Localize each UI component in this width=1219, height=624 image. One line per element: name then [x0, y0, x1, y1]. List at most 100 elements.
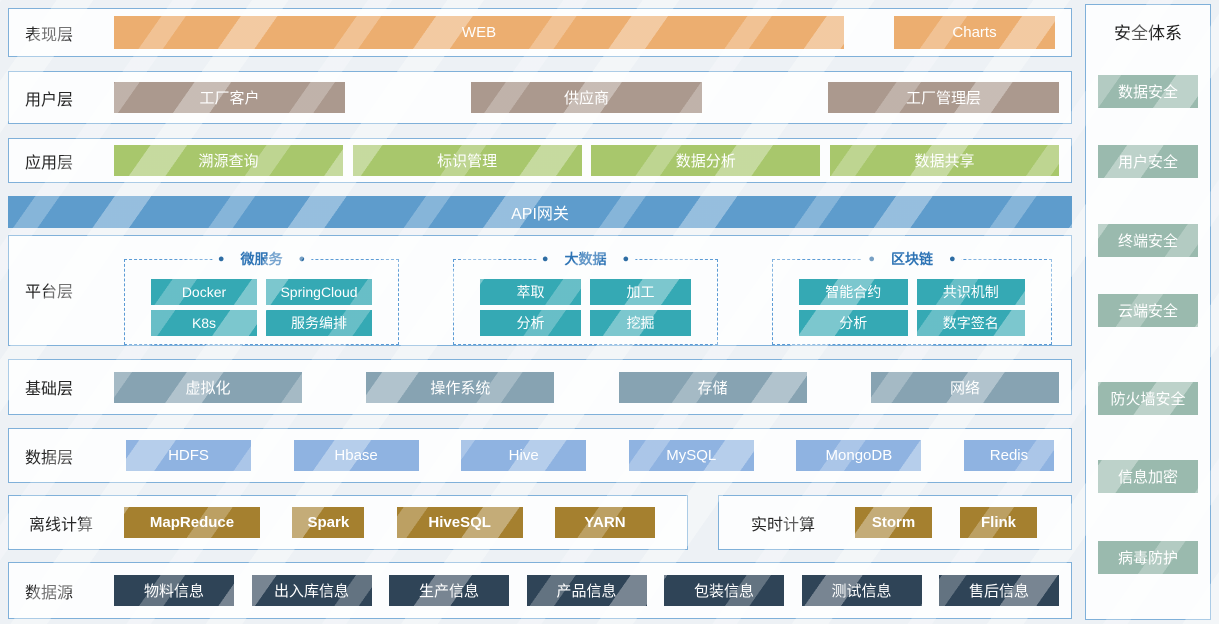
group-title-text: 微服务 — [240, 251, 283, 267]
node-redis: Redis — [963, 440, 1054, 471]
node-info-encryption: 信息加密 — [1098, 460, 1198, 493]
node-aftersales-info: 售后信息 — [939, 575, 1059, 606]
node-storage: 存储 — [618, 371, 807, 403]
platform-layer-row: 平台层 ● 微服务 ● Docker SpringCloud K8s 服务编排 … — [8, 235, 1072, 346]
node-user-security: 用户安全 — [1098, 145, 1198, 178]
application-layer-cells: 溯源查询 标识管理 数据分析 数据共享 — [106, 145, 1071, 176]
node-hdfs: HDFS — [126, 440, 251, 471]
node-id-management: 标识管理 — [352, 145, 582, 176]
datasource-row: 数据源 物料信息 出入库信息 生产信息 产品信息 包装信息 测试信息 售后信息 — [8, 562, 1072, 619]
node-digital-signature: 数字签名 — [916, 310, 1025, 336]
offline-compute-cells: MapReduce Spark HiveSQL YARN — [124, 507, 687, 538]
node-smart-contract: 智能合约 — [799, 279, 908, 305]
application-layer-label: 应用层 — [25, 154, 74, 172]
datasource-cells: 物料信息 出入库信息 生产信息 产品信息 包装信息 测试信息 售后信息 — [106, 575, 1071, 606]
infrastructure-layer-cells: 虚拟化 操作系统 存储 网络 — [106, 371, 1071, 403]
data-layer-label: 数据层 — [25, 449, 74, 467]
dot-icon: ● — [541, 253, 549, 265]
group-bigdata: ● 大数据 ● 萃取 加工 分析 挖掘 — [453, 249, 718, 345]
user-layer-cells: 工厂客户 供应商 工厂管理层 — [106, 82, 1071, 113]
realtime-compute-panel: 实时计算 Storm Flink — [718, 495, 1072, 550]
offline-compute-panel: 离线计算 MapReduce Spark HiveSQL YARN — [8, 495, 688, 550]
node-k8s: K8s — [151, 310, 257, 336]
node-chain-analysis: 分析 — [799, 310, 908, 336]
platform-layer-label: 平台层 — [25, 284, 74, 301]
application-layer-row: 应用层 溯源查询 标识管理 数据分析 数据共享 — [8, 138, 1072, 183]
group-title-text: 区块链 — [891, 251, 933, 267]
node-mapreduce: MapReduce — [124, 507, 260, 538]
presentation-layer-cells: WEB Charts — [106, 16, 1071, 49]
security-sidebar: 安全体系 数据安全 用户安全 终端安全 云端安全 防火墙安全 信息加密 病毒防护 — [1085, 4, 1211, 620]
node-firewall-security: 防火墙安全 — [1098, 382, 1198, 415]
group-title-text: 大数据 — [564, 251, 607, 267]
node-extract: 萃取 — [480, 279, 581, 305]
node-factory-management: 工厂管理层 — [828, 82, 1059, 113]
dot-icon: ● — [949, 253, 956, 265]
user-layer-row: 用户层 工厂客户 供应商 工厂管理层 — [8, 71, 1072, 124]
node-supplier: 供应商 — [471, 82, 702, 113]
node-flink: Flink — [960, 507, 1037, 538]
node-virtualization: 虚拟化 — [114, 371, 302, 403]
node-hivesql: HiveSQL — [396, 507, 523, 538]
node-process: 加工 — [590, 279, 691, 305]
dot-icon: ● — [868, 253, 875, 265]
node-production-info: 生产信息 — [389, 575, 509, 606]
node-springcloud: SpringCloud — [266, 279, 372, 305]
node-factory-client: 工厂客户 — [114, 82, 345, 113]
node-inout-warehouse-info: 出入库信息 — [251, 575, 372, 606]
compute-row: 离线计算 MapReduce Spark HiveSQL YARN 实时计算 S… — [8, 495, 1072, 550]
user-layer-label: 用户层 — [25, 91, 74, 109]
node-mine: 挖掘 — [590, 310, 691, 336]
platform-layer-groups: ● 微服务 ● Docker SpringCloud K8s 服务编排 ● 大数… — [106, 249, 1071, 345]
data-layer-row: 数据层 HDFS Hbase Hive MySQL MongoDB Redis — [8, 428, 1072, 483]
realtime-compute-label: 实时计算 — [751, 516, 816, 534]
node-consensus: 共识机制 — [916, 279, 1025, 305]
node-data-sharing: 数据共享 — [829, 145, 1059, 176]
dot-icon: ● — [217, 253, 225, 265]
node-hive: Hive — [461, 440, 587, 471]
dot-icon: ● — [622, 253, 630, 265]
node-data-security: 数据安全 — [1098, 75, 1198, 108]
node-hbase: Hbase — [293, 440, 419, 471]
data-layer-cells: HDFS Hbase Hive MySQL MongoDB Redis — [106, 440, 1071, 471]
node-testing-info: 测试信息 — [801, 575, 922, 606]
api-gateway-bar: API网关 — [8, 196, 1072, 228]
security-sidebar-title: 安全体系 — [1114, 24, 1182, 43]
group-microservices: ● 微服务 ● Docker SpringCloud K8s 服务编排 — [124, 249, 399, 345]
offline-compute-label: 离线计算 — [29, 516, 94, 534]
node-product-info: 产品信息 — [526, 575, 647, 606]
node-analyze: 分析 — [480, 310, 581, 336]
node-virus-protection: 病毒防护 — [1098, 541, 1198, 574]
node-terminal-security: 终端安全 — [1098, 224, 1198, 257]
node-network: 网络 — [870, 371, 1059, 403]
presentation-layer-row: 表现层 WEB Charts — [8, 8, 1072, 57]
datasource-label: 数据源 — [25, 584, 74, 602]
node-mongodb: MongoDB — [796, 440, 922, 471]
node-charts: Charts — [894, 16, 1055, 49]
infrastructure-layer-row: 基础层 虚拟化 操作系统 存储 网络 — [8, 359, 1072, 415]
infrastructure-layer-label: 基础层 — [25, 381, 74, 398]
group-microservices-grid: Docker SpringCloud K8s 服务编排 — [151, 279, 372, 336]
node-docker: Docker — [151, 279, 257, 305]
node-data-analysis: 数据分析 — [591, 145, 821, 176]
node-service-orchestration: 服务编排 — [266, 310, 372, 336]
node-mysql: MySQL — [628, 440, 754, 471]
group-bigdata-grid: 萃取 加工 分析 挖掘 — [480, 279, 691, 336]
node-storm: Storm — [855, 507, 932, 538]
group-blockchain: ● 区块链 ● 智能合约 共识机制 分析 数字签名 — [772, 249, 1052, 345]
node-yarn: YARN — [554, 507, 655, 538]
node-web: WEB — [114, 16, 844, 49]
node-packaging-info: 包装信息 — [664, 575, 784, 606]
group-bigdata-title: ● 大数据 ● — [535, 249, 636, 270]
group-microservices-title: ● 微服务 ● — [211, 249, 312, 270]
group-blockchain-title: ● 区块链 ● — [862, 249, 962, 270]
group-blockchain-grid: 智能合约 共识机制 分析 数字签名 — [799, 279, 1025, 336]
node-spark: Spark — [292, 507, 365, 538]
node-cloud-security: 云端安全 — [1098, 294, 1198, 327]
realtime-compute-cells: Storm Flink — [841, 507, 1071, 538]
dot-icon: ● — [298, 253, 306, 265]
node-operating-system: 操作系统 — [366, 371, 555, 403]
node-trace-query: 溯源查询 — [114, 145, 343, 176]
node-material-info: 物料信息 — [114, 575, 234, 606]
architecture-diagram: 表现层 WEB Charts 用户层 工厂客户 供应商 工厂管理层 应用层 溯源… — [8, 0, 1072, 619]
